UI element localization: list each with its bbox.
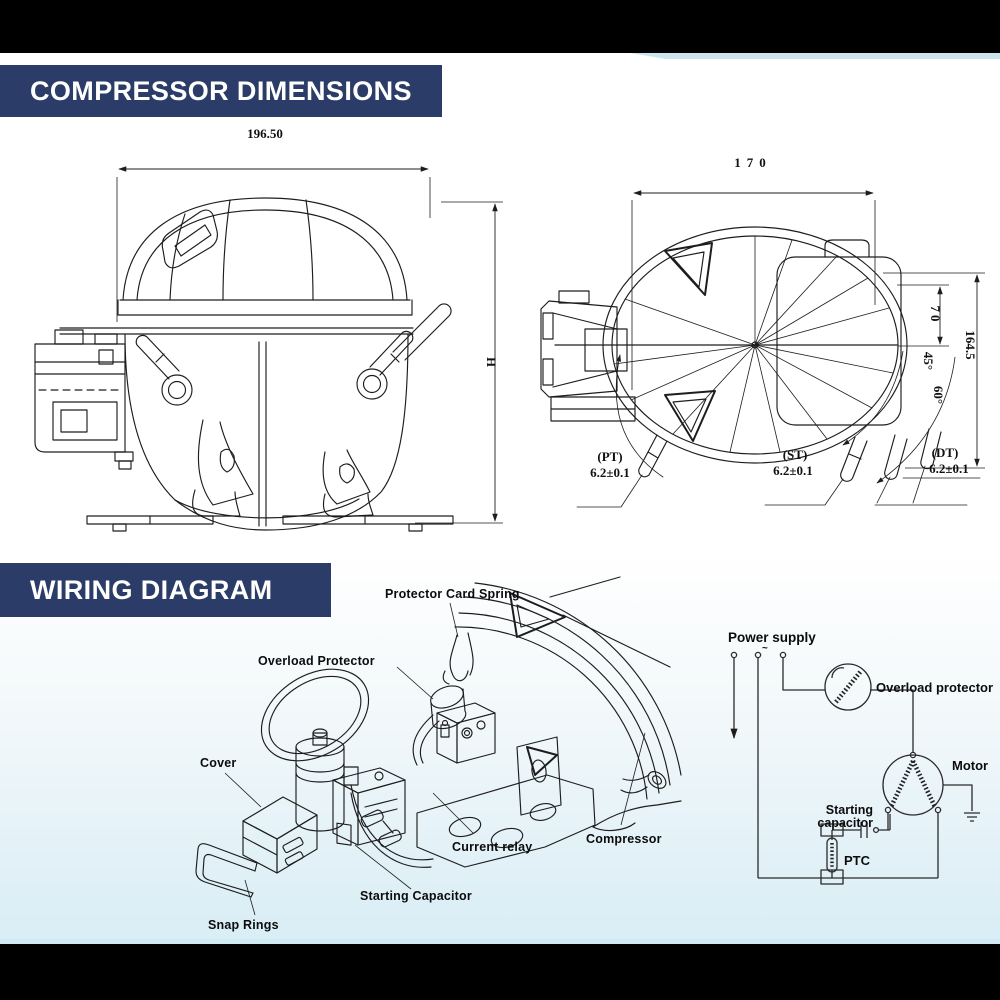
tube-pt-tolerance: 6.2±0.1: [590, 465, 630, 480]
schematic-wires: [730, 651, 980, 885]
teal-accent-stripe: [630, 53, 1000, 59]
top-height-dim-text: 164.5: [963, 330, 978, 360]
starting-capacitor-label-line2: capacitor: [817, 816, 873, 830]
exploded-wire-loop: [260, 668, 370, 762]
ac-symbol: ~: [762, 643, 768, 654]
bottom-accent-line: [0, 939, 1000, 944]
label-cover: Cover: [200, 756, 237, 770]
section-title-compressor-dimensions: COMPRESSOR DIMENSIONS: [0, 65, 442, 117]
label-current-relay: Current relay: [452, 840, 533, 854]
tube-st-label: (ST): [783, 447, 808, 462]
tube-pt-label: (PT): [597, 449, 622, 464]
ptc-label: PTC: [844, 853, 871, 868]
exploded-current-relay: [332, 767, 406, 846]
front-height-dim-text: H: [484, 357, 499, 367]
exploded-compressor-shell: [454, 576, 682, 832]
top-view-dim-right: 164.5 70 45° 60°: [842, 272, 985, 484]
exploded-starting-capacitor-part: [295, 728, 434, 868]
exploded-leader-lines: [224, 602, 646, 916]
circuit-schematic: Power supply ~: [728, 630, 993, 885]
exploded-card-spring: [442, 632, 474, 685]
label-snap-rings: Snap Rings: [208, 918, 279, 932]
label-protector-card-spring: Protector Card Spring: [385, 587, 520, 601]
label-overload-protector: Overload Protector: [258, 654, 375, 668]
exploded-terminal-board: [436, 702, 496, 764]
exploded-cover: [242, 796, 318, 874]
top-view-shell-ellipse: [554, 226, 908, 464]
exploded-mount-plate: [416, 736, 596, 868]
front-view-shell: [59, 197, 454, 532]
front-view-dimensions: 196.50 H: [116, 126, 503, 524]
top-view-dim-width: 170: [631, 155, 876, 390]
top-black-bar: [0, 0, 1000, 53]
section-title-text: WIRING DIAGRAM: [30, 574, 273, 605]
top-width-dim-text: 170: [734, 155, 772, 170]
top-view-tubes: [576, 428, 981, 508]
label-starting-capacitor: Starting Capacitor: [360, 889, 472, 903]
top-view-connector-block: [540, 290, 664, 478]
label-compressor: Compressor: [586, 832, 662, 846]
top-view-drawing: 170: [540, 155, 985, 508]
tube-st-tolerance: 6.2±0.1: [773, 463, 813, 478]
front-width-dim-text: 196.50: [247, 126, 283, 141]
top-offset-dim-text: 70: [928, 306, 943, 325]
front-view-connector-box: [34, 329, 134, 470]
section-title-wiring-diagram: WIRING DIAGRAM: [0, 563, 331, 617]
top-view-spokes: [613, 235, 894, 453]
tube-dt-tolerance: 6.2±0.1: [929, 461, 969, 476]
top-view-tube-labels: (PT) 6.2±0.1 (ST) 6.2±0.1 (DT) 6.2±0.1: [590, 445, 969, 480]
tube-dt-label: (DT): [932, 445, 959, 460]
exploded-view-drawing: [195, 576, 682, 916]
angle-60-text: 60°: [931, 386, 946, 404]
starting-capacitor-label-line1: Starting: [826, 803, 873, 817]
overload-protector-label: Overload protector: [876, 680, 993, 695]
schematic-coils: [830, 669, 938, 868]
power-supply-label: Power supply: [728, 630, 816, 645]
exploded-snap-rings: [195, 843, 258, 898]
angle-45-text: 45°: [921, 352, 936, 370]
bottom-black-bar: [0, 944, 1000, 1000]
motor-label: Motor: [952, 758, 988, 773]
exploded-overload-protector-part: [412, 685, 467, 766]
section-title-text: COMPRESSOR DIMENSIONS: [30, 75, 412, 106]
top-view-mount-plate: [776, 239, 902, 426]
front-view-drawing: 196.50 H: [34, 126, 503, 532]
